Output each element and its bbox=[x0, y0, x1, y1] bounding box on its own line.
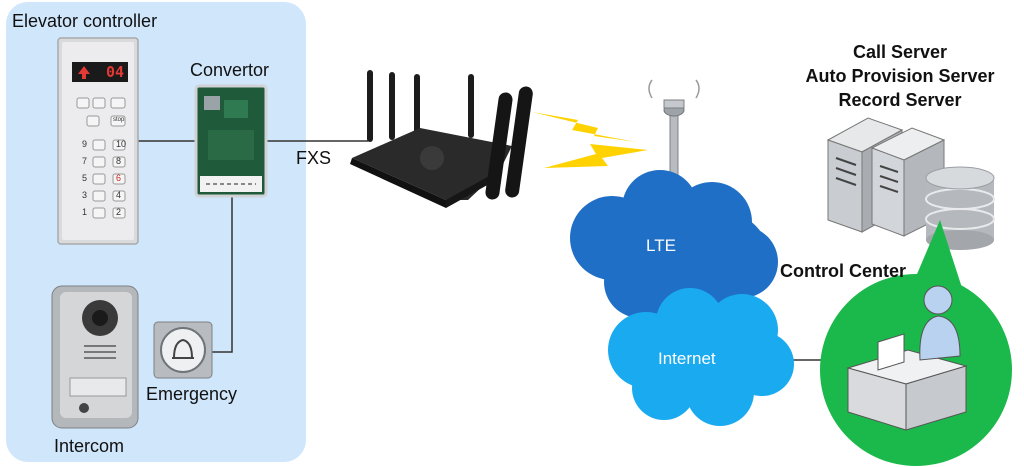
keypad-label: 10 bbox=[116, 139, 127, 149]
line-convertor-to-emergency bbox=[212, 195, 233, 353]
server-label-record: Record Server bbox=[838, 90, 962, 110]
cell-tower-icon bbox=[648, 79, 700, 199]
server-label-call: Call Server bbox=[852, 42, 948, 62]
server-rack-icon bbox=[826, 117, 946, 237]
keypad-label: 4 bbox=[116, 190, 122, 200]
convertor-label: Convertor bbox=[190, 60, 270, 80]
intercom-label: Intercom bbox=[54, 436, 125, 456]
server-label-auto-provision: Auto Provision Server bbox=[805, 66, 995, 86]
control-center-circle bbox=[820, 220, 1012, 466]
keypad-label: 7 bbox=[82, 156, 88, 166]
lightning-bolt-icon bbox=[532, 112, 636, 142]
control-center-label: Control Center bbox=[780, 261, 906, 281]
internet-cloud-label: Internet bbox=[658, 349, 716, 368]
keypad-label: 5 bbox=[82, 173, 88, 183]
keypad-label: 2 bbox=[116, 207, 122, 217]
emergency-button-icon bbox=[153, 321, 213, 379]
fxs-label: FXS bbox=[296, 148, 332, 168]
lte-cloud bbox=[570, 170, 778, 324]
keypad-label: 9 bbox=[82, 139, 88, 149]
elevator-panel-icon bbox=[57, 37, 139, 245]
operator-at-desk-icon bbox=[846, 285, 968, 431]
keypad-label: 6 bbox=[116, 173, 122, 183]
stop-label: stop bbox=[113, 117, 125, 123]
keypad-label: 8 bbox=[116, 156, 122, 166]
server-labels: Call Server Auto Provision Server Record… bbox=[770, 40, 1024, 112]
convertor-board-icon bbox=[194, 84, 268, 198]
elevator-controller-title: Elevator controller bbox=[12, 11, 158, 31]
lte-cloud-label: LTE bbox=[646, 236, 676, 255]
lte-router-icon bbox=[350, 70, 533, 208]
keypad-label: 1 bbox=[82, 207, 88, 217]
intercom-device-icon bbox=[51, 285, 139, 429]
keypad-buttons bbox=[76, 97, 126, 219]
emergency-label: Emergency bbox=[146, 384, 238, 404]
floor-display: 04 bbox=[106, 63, 125, 81]
lightning-bolt-icon bbox=[544, 144, 648, 168]
internet-cloud bbox=[608, 288, 794, 426]
keypad-label: 3 bbox=[82, 190, 88, 200]
